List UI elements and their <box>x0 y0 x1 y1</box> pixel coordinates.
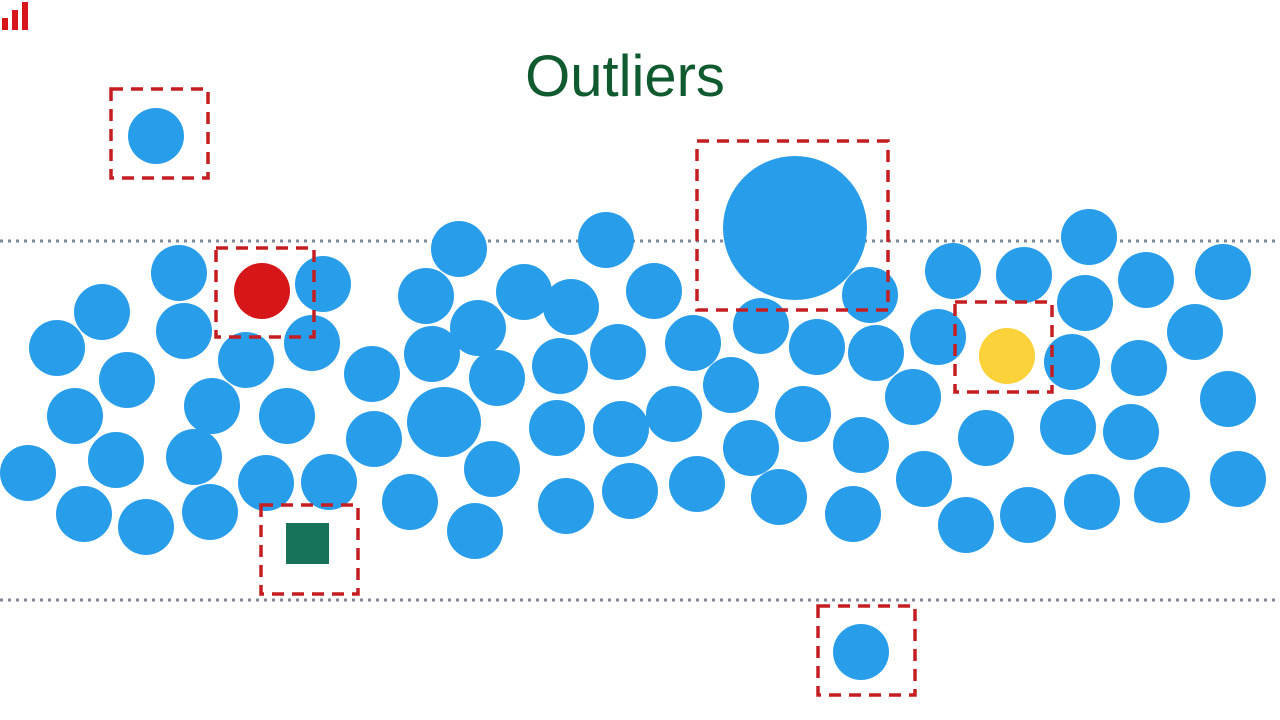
data-point <box>626 263 682 319</box>
outlier-point-low <box>833 624 889 680</box>
outlier-point-high <box>128 108 184 164</box>
data-point <box>1210 451 1266 507</box>
data-point <box>910 309 966 365</box>
data-point <box>238 455 294 511</box>
data-point <box>259 388 315 444</box>
data-point <box>723 420 779 476</box>
data-point <box>184 378 240 434</box>
data-point <box>404 326 460 382</box>
data-point <box>602 463 658 519</box>
outlier-point-large <box>723 156 867 300</box>
data-point <box>1064 474 1120 530</box>
data-point <box>156 303 212 359</box>
outlier-highlight-box <box>816 604 917 697</box>
data-point <box>88 432 144 488</box>
data-point <box>825 486 881 542</box>
data-point <box>295 256 351 312</box>
data-point <box>496 264 552 320</box>
data-point <box>848 325 904 381</box>
data-point <box>543 279 599 335</box>
data-point <box>1103 404 1159 460</box>
data-point <box>669 456 725 512</box>
data-point <box>431 221 487 277</box>
data-point <box>538 478 594 534</box>
data-point <box>284 315 340 371</box>
data-point <box>896 451 952 507</box>
data-point <box>529 400 585 456</box>
data-point <box>450 300 506 356</box>
slide-title: Outliers <box>525 44 725 109</box>
data-point <box>218 332 274 388</box>
data-point <box>1134 467 1190 523</box>
data-point <box>74 284 130 340</box>
data-point <box>703 357 759 413</box>
data-point <box>733 298 789 354</box>
data-point <box>578 212 634 268</box>
data-point <box>56 486 112 542</box>
data-point <box>775 386 831 442</box>
data-point <box>1167 304 1223 360</box>
data-point <box>182 484 238 540</box>
data-point <box>1044 334 1100 390</box>
data-point <box>469 350 525 406</box>
data-point <box>47 388 103 444</box>
data-point <box>590 324 646 380</box>
data-point <box>665 315 721 371</box>
point-cloud <box>0 209 1266 559</box>
logo-bar <box>22 2 28 30</box>
data-point <box>1040 399 1096 455</box>
data-point <box>958 410 1014 466</box>
data-point <box>938 497 994 553</box>
data-point <box>532 338 588 394</box>
data-point <box>1200 371 1256 427</box>
outlier-point-square <box>286 523 329 564</box>
bar-chart-logo-icon <box>2 2 28 30</box>
data-point <box>344 346 400 402</box>
data-point <box>346 411 402 467</box>
logo-bar <box>2 18 8 30</box>
data-point <box>1118 252 1174 308</box>
data-point <box>151 245 207 301</box>
data-point <box>407 387 481 457</box>
data-point <box>833 417 889 473</box>
logo-bar <box>12 10 18 30</box>
outlier-highlight-box <box>953 300 1054 394</box>
data-point <box>99 352 155 408</box>
outlier-highlight-box <box>214 246 316 339</box>
data-point <box>789 319 845 375</box>
outlier-highlight-box <box>109 87 210 180</box>
data-point <box>885 369 941 425</box>
data-point <box>646 386 702 442</box>
data-point <box>996 247 1052 303</box>
outlier-markers <box>128 108 1035 680</box>
data-point <box>301 454 357 510</box>
data-point <box>1057 275 1113 331</box>
outlier-point-red <box>234 263 290 319</box>
data-point <box>29 320 85 376</box>
data-point <box>1195 244 1251 300</box>
data-point <box>464 441 520 497</box>
outlier-highlight-box <box>259 503 360 596</box>
outlier-boxes <box>109 87 1054 697</box>
data-point <box>0 445 56 501</box>
data-point <box>1061 209 1117 265</box>
data-point <box>593 401 649 457</box>
data-point <box>382 474 438 530</box>
data-point <box>447 503 503 559</box>
data-point <box>751 469 807 525</box>
data-point <box>398 268 454 324</box>
data-point <box>166 429 222 485</box>
data-point <box>1111 340 1167 396</box>
data-point <box>1000 487 1056 543</box>
data-point <box>925 243 981 299</box>
outlier-point-yellow <box>979 328 1035 384</box>
data-point <box>118 499 174 555</box>
